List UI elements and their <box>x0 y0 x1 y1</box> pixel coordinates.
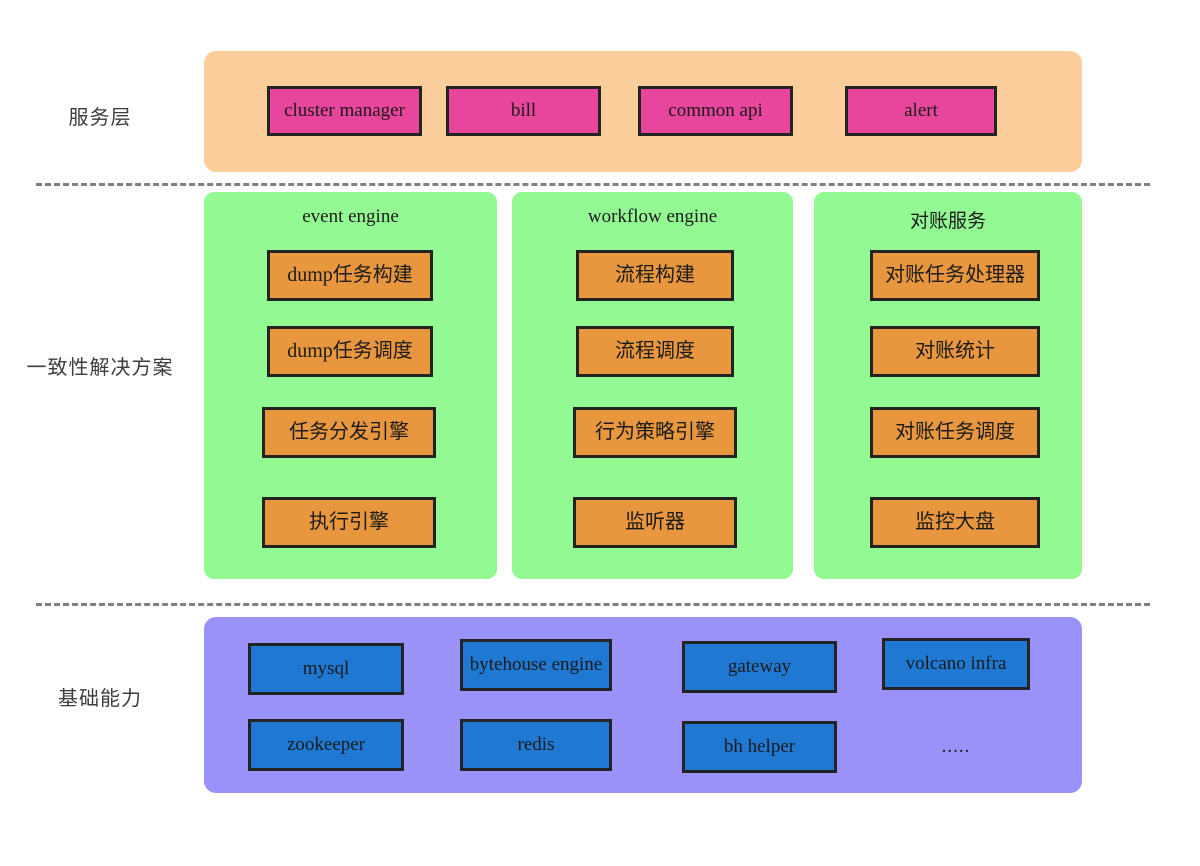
engine-node-process-build[interactable]: 流程构建 <box>576 250 734 301</box>
infra-more-indicator: ..... <box>941 736 971 757</box>
infra-node-bytehouse-engine[interactable]: bytehouse engine <box>460 639 612 691</box>
engine-group-event-engine: event engine dump任务构建 dump任务调度 任务分发引擎 执行… <box>204 192 497 579</box>
infra-node-redis[interactable]: redis <box>460 719 612 771</box>
engine-node-dump-task-build[interactable]: dump任务构建 <box>267 250 433 301</box>
engine-node-reconciliation-task-processor[interactable]: 对账任务处理器 <box>870 250 1040 301</box>
engine-node-dump-task-schedule[interactable]: dump任务调度 <box>267 326 433 377</box>
engine-node-reconciliation-statistics[interactable]: 对账统计 <box>870 326 1040 377</box>
service-node-common-api[interactable]: common api <box>638 86 793 136</box>
engine-node-listener[interactable]: 监听器 <box>573 497 737 548</box>
service-node-bill[interactable]: bill <box>446 86 601 136</box>
service-node-alert[interactable]: alert <box>845 86 997 136</box>
engine-node-task-dispatch-engine[interactable]: 任务分发引擎 <box>262 407 436 458</box>
layer-divider-top <box>36 183 1150 186</box>
infra-node-zookeeper[interactable]: zookeeper <box>248 719 404 771</box>
layer-label-consistency: 一致性解决方案 <box>26 357 174 379</box>
infra-node-volcano-infra[interactable]: volcano infra <box>882 638 1030 690</box>
engine-node-reconciliation-task-schedule[interactable]: 对账任务调度 <box>870 407 1040 458</box>
engine-group-title-workflow-engine: workflow engine <box>587 206 718 227</box>
layer-divider-bottom <box>36 603 1150 606</box>
engine-group-title-event-engine: event engine <box>302 206 399 227</box>
layer-label-service: 服务层 <box>68 107 132 129</box>
engine-group-reconciliation-service: 对账服务 对账任务处理器 对账统计 对账任务调度 监控大盘 <box>814 192 1082 579</box>
engine-node-behavior-policy-engine[interactable]: 行为策略引擎 <box>573 407 737 458</box>
engine-group-title-reconciliation-service: 对账服务 <box>909 211 986 232</box>
service-node-cluster-manager[interactable]: cluster manager <box>267 86 422 136</box>
infra-node-mysql[interactable]: mysql <box>248 643 404 695</box>
engine-node-execution-engine[interactable]: 执行引擎 <box>262 497 436 548</box>
engine-group-workflow-engine: workflow engine 流程构建 流程调度 行为策略引擎 监听器 <box>512 192 793 579</box>
layer-label-infrastructure: 基础能力 <box>58 688 142 710</box>
engine-node-process-schedule[interactable]: 流程调度 <box>576 326 734 377</box>
infra-node-bh-helper[interactable]: bh helper <box>682 721 837 773</box>
infra-node-gateway[interactable]: gateway <box>682 641 837 693</box>
engine-node-monitoring-dashboard[interactable]: 监控大盘 <box>870 497 1040 548</box>
